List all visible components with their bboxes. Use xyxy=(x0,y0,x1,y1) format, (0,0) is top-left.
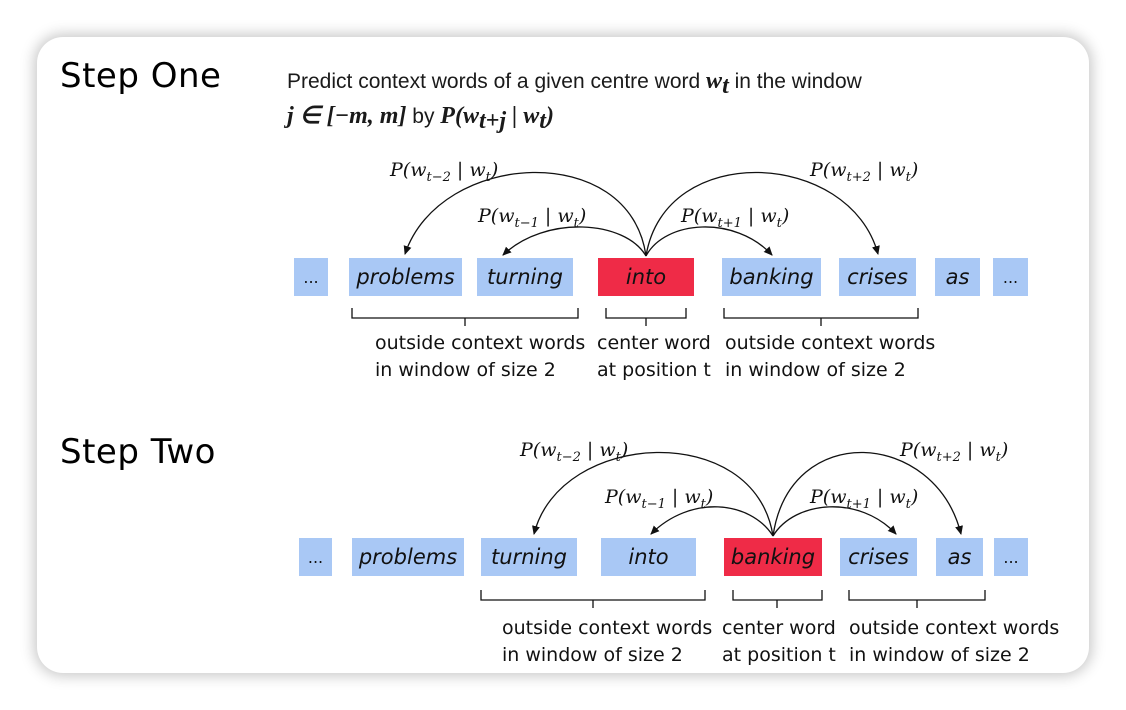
word-box: banking xyxy=(722,258,821,296)
center-word-box: into xyxy=(598,258,694,296)
bracket-left xyxy=(480,590,706,608)
prob-label-t-minus-1: P(wt−1 | wt) xyxy=(478,205,587,231)
arc-t-minus-1 xyxy=(650,506,774,537)
word-box: crises xyxy=(840,538,917,576)
prob-label-t-plus-2: P(wt+2 | wt) xyxy=(900,439,1009,465)
bracket-center xyxy=(732,590,823,608)
word-box: crises xyxy=(839,258,916,296)
word-box: problems xyxy=(349,258,462,296)
step-one-title: Step One xyxy=(60,56,222,96)
word-box: problems xyxy=(352,538,464,576)
bracket-center xyxy=(605,308,687,326)
word-box: turning xyxy=(481,538,577,576)
bracket-left xyxy=(351,308,579,326)
arc-t-minus-2 xyxy=(532,451,774,537)
prob-label-t-minus-1: P(wt−1 | wt) xyxy=(605,486,714,512)
arc-t-plus-1 xyxy=(645,226,773,257)
word-box: ... xyxy=(294,258,328,296)
arc-t-minus-2 xyxy=(403,171,647,257)
step-two-title: Step Two xyxy=(60,432,216,472)
prob-label-t-plus-1: P(wt+1 | wt) xyxy=(810,486,919,512)
prob-label-t-plus-1: P(wt+1 | wt) xyxy=(681,205,790,231)
arc-t-minus-1 xyxy=(502,226,647,257)
word-box: turning xyxy=(477,258,573,296)
word-box: as xyxy=(935,258,980,296)
step-one-description: Predict context words of a given centre … xyxy=(287,68,862,135)
center-word-box: banking xyxy=(724,538,822,576)
arc-t-plus-2 xyxy=(772,451,963,537)
bracket-right xyxy=(723,308,919,326)
arc-t-plus-1 xyxy=(772,506,897,537)
arc-t-plus-2 xyxy=(645,171,880,257)
word-box: ... xyxy=(994,538,1028,576)
word-box: ... xyxy=(993,258,1028,296)
prob-label-t-plus-2: P(wt+2 | wt) xyxy=(810,159,919,185)
word-box: ... xyxy=(299,538,332,576)
word-box: into xyxy=(601,538,696,576)
prob-label-t-minus-2: P(wt−2 | wt) xyxy=(520,439,629,465)
bracket-right xyxy=(848,590,986,608)
word-box: as xyxy=(936,538,983,576)
prob-label-t-minus-2: P(wt−2 | wt) xyxy=(390,159,499,185)
